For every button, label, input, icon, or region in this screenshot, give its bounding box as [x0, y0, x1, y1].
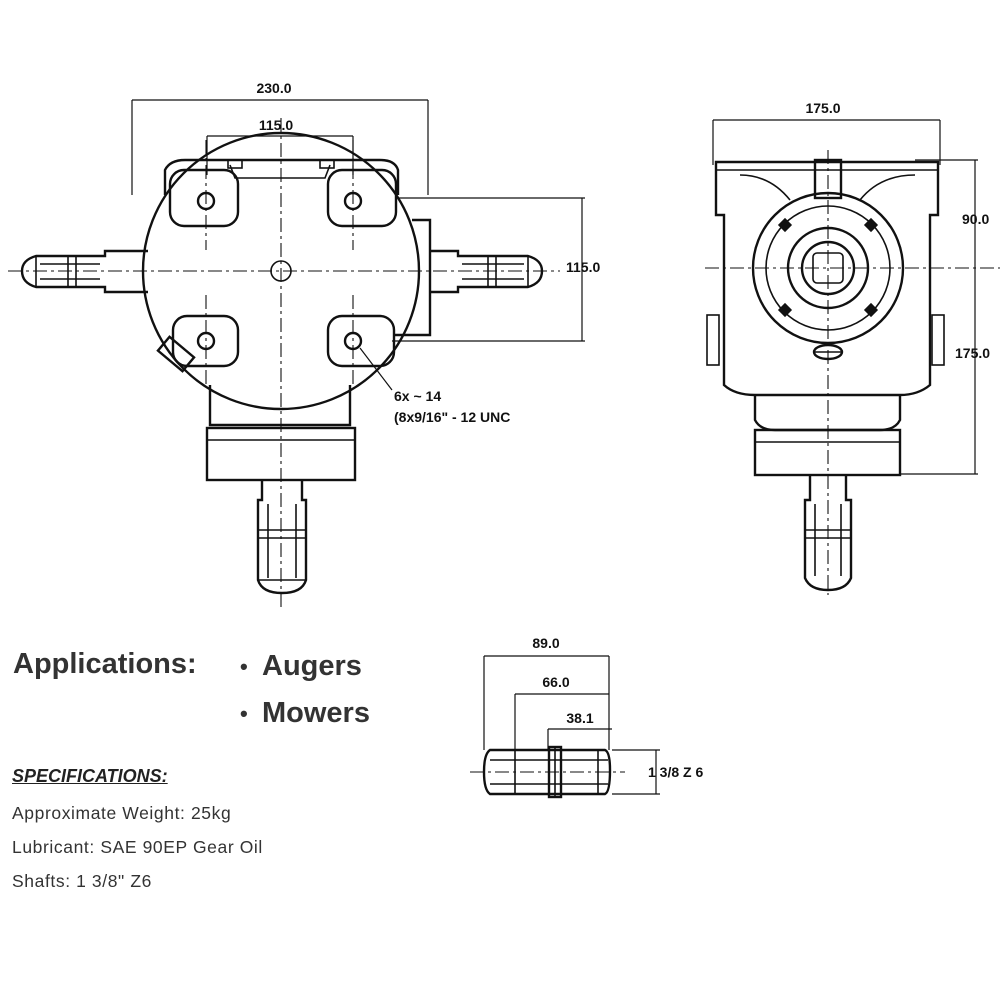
bullet-icon: •: [240, 701, 248, 727]
bullet-icon: •: [240, 654, 248, 680]
side-view: 175.0 90.0 175.0: [705, 100, 1000, 595]
front-height-dim: 115.0: [566, 259, 600, 275]
spec-shafts: Shafts: 1 3/8" Z6: [12, 871, 152, 891]
front-width-dim: 230.0: [256, 80, 291, 96]
shaft-detail-view: 89.0 66.0 38.1 1 3/8 Z 6: [470, 635, 703, 799]
application-item: Augers: [262, 650, 362, 682]
shaft-mid-dim: 66.0: [542, 674, 569, 690]
front-view: 230.0 115.0 115.0: [8, 80, 600, 610]
side-upper-dim: 90.0: [962, 211, 989, 227]
side-overall-dim: 175.0: [955, 345, 990, 361]
shaft-overall-dim: 89.0: [532, 635, 559, 651]
thread-note-line-2: (8x9/16" - 12 UNC: [394, 409, 510, 425]
list-item: • Mowers: [240, 695, 370, 742]
front-bolt-spacing-dim: 115.0: [259, 117, 293, 133]
side-width-dim: 175.0: [805, 100, 840, 116]
shaft-spline-dim: 38.1: [566, 710, 593, 726]
application-item: Mowers: [262, 697, 370, 729]
applications-label: Applications:: [13, 648, 197, 680]
spec-lubricant: Lubricant: SAE 90EP Gear Oil: [12, 837, 263, 857]
applications-list: • Augers • Mowers: [240, 648, 370, 742]
list-item: • Augers: [240, 648, 370, 695]
shaft-spline-spec: 1 3/8 Z 6: [648, 764, 703, 780]
spec-weight: Approximate Weight: 25kg: [12, 803, 232, 823]
specifications-title: SPECIFICATIONS:: [12, 766, 168, 786]
thread-note-line-1: 6x ~ 14: [394, 388, 441, 404]
